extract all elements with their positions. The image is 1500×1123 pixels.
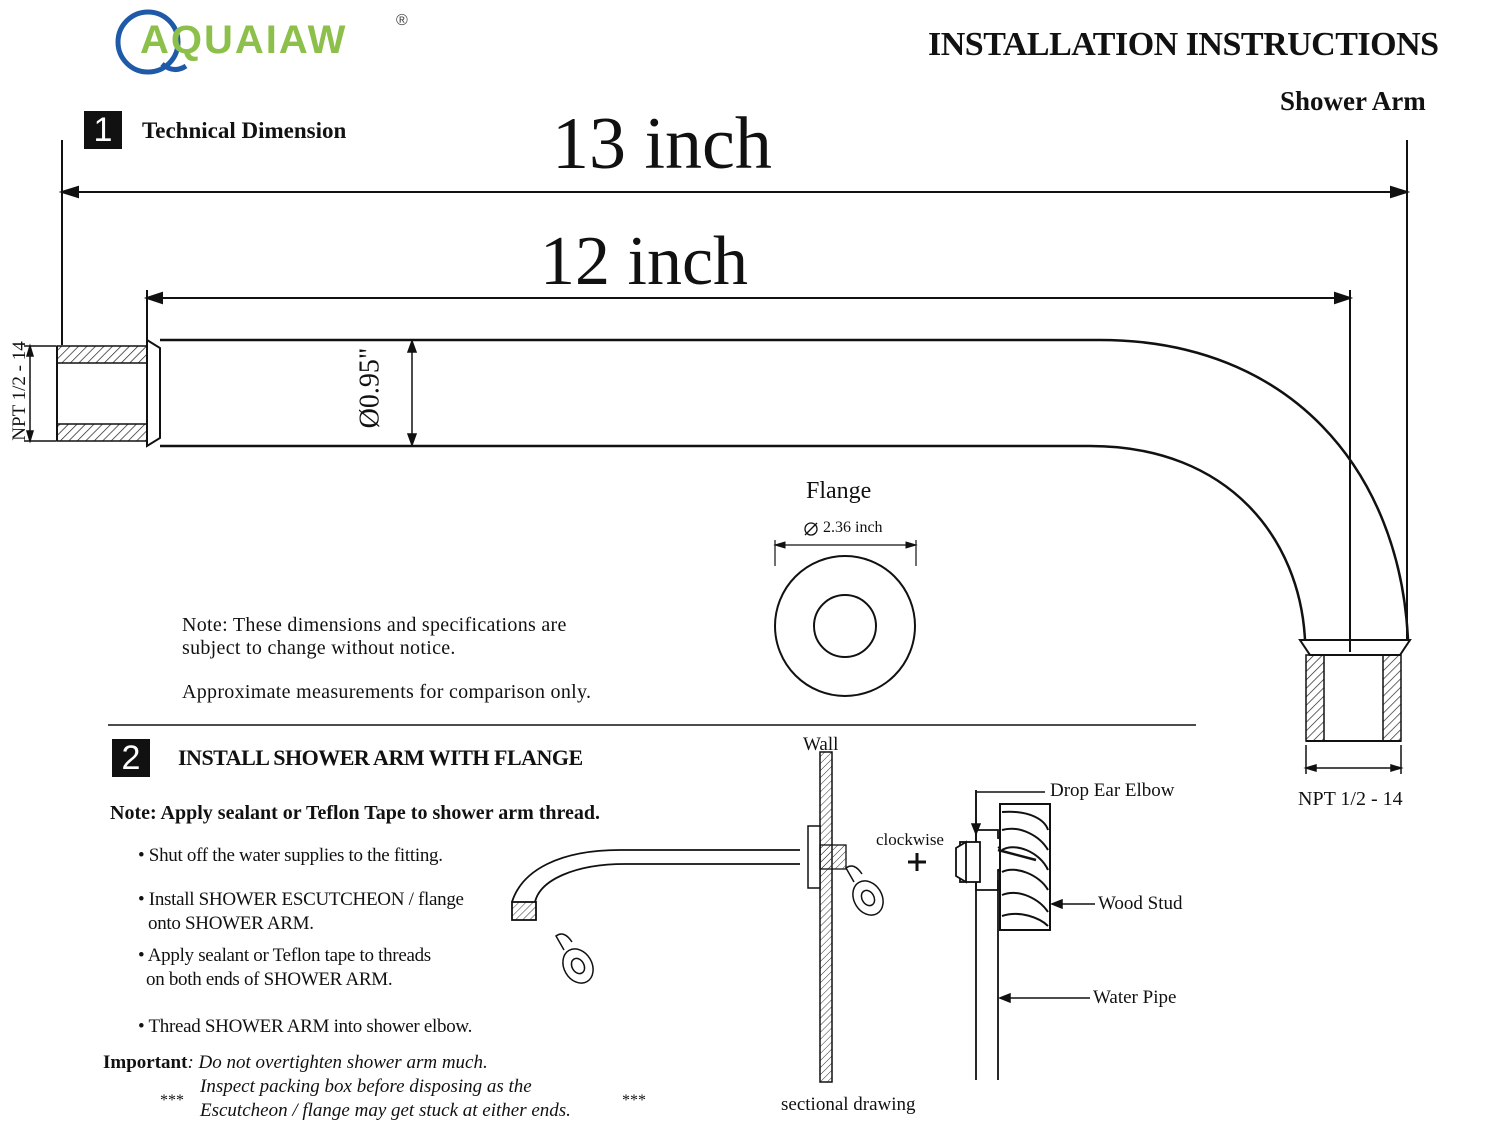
step-2-title: INSTALL SHOWER ARM WITH FLANGE (178, 745, 583, 770)
arm-body (160, 338, 1410, 641)
note-line-3: Approximate measurements for comparison … (182, 681, 592, 703)
important-text: : Do not overtighten shower arm much. (187, 1052, 488, 1073)
npt-left-dimension (24, 343, 56, 444)
brand-logo (115, 9, 188, 75)
diameter-dimension (406, 338, 418, 448)
bullet-2: • Install SHOWER ESCUTCHEON / flange (138, 889, 464, 910)
note-line-1: Note: These dimensions and specification… (182, 614, 567, 636)
brand-name: AQUAIAW (140, 18, 348, 62)
wood-stud-label: Wood Stud (1098, 893, 1183, 914)
step-1-number: 1 (84, 111, 122, 149)
flange-drawing (773, 522, 918, 697)
wood-stud (997, 803, 1051, 931)
wall-label: Wall (803, 734, 839, 755)
page-title: INSTALLATION INSTRUCTIONS (928, 26, 1439, 63)
bullet-3: • Apply sealant or Teflon tape to thread… (138, 945, 431, 966)
npt-right-dimension (1303, 745, 1404, 774)
bullet-4: • Thread SHOWER ARM into shower elbow. (138, 1016, 473, 1037)
diameter-symbol: Ø (354, 408, 386, 429)
dimension-13-inch (58, 140, 1411, 640)
diameter-value: Ø0.95" (354, 348, 386, 429)
step-1-title: Technical Dimension (142, 118, 347, 143)
page-subtitle: Shower Arm (1280, 86, 1426, 116)
inspect-line-2: Escutcheon / flange may get stuck at eit… (200, 1100, 571, 1121)
sectional-drawing-label: sectional drawing (781, 1094, 916, 1115)
shower-arm-illustration (511, 849, 800, 921)
callout-lines (970, 791, 1095, 1004)
clockwise-label: clockwise (876, 830, 944, 849)
important-note: Important: Do not overtighten shower arm… (103, 1052, 488, 1074)
bullet-3-cont: on both ends of SHOWER ARM. (146, 969, 393, 990)
important-label: Important (103, 1052, 188, 1073)
left-thread-section (56, 338, 161, 448)
diameter-label: Ø0.95" (354, 342, 420, 442)
brand-registered-mark: ® (396, 12, 408, 29)
note-line-2: subject to change without notice. (182, 637, 456, 659)
npt-left-label: NPT 1/2 - 14 (9, 341, 30, 441)
inspect-line-1: Inspect packing box before disposing as … (200, 1076, 532, 1097)
stars-left: *** (160, 1092, 184, 1109)
step-2-number: 2 (112, 739, 150, 777)
drop-ear-elbow-label: Drop Ear Elbow (1050, 780, 1175, 801)
installation-diagram (511, 751, 1095, 1083)
flange-token-left (555, 933, 594, 984)
right-thread-section (1298, 639, 1412, 742)
sealant-note: Note: Apply sealant or Teflon Tape to sh… (110, 802, 601, 824)
flange-diameter-label: 2.36 inch (823, 519, 883, 536)
shower-arm-technical-drawing (24, 140, 1412, 774)
npt-right-label: NPT 1/2 - 14 (1298, 788, 1403, 810)
dimension-12-inch (143, 290, 1354, 652)
flange-token-wall (845, 865, 884, 916)
wall-section (807, 751, 847, 1083)
water-pipe-label: Water Pipe (1093, 987, 1177, 1008)
flange-label: Flange (806, 478, 872, 504)
bullet-2-cont: onto SHOWER ARM. (148, 913, 314, 934)
arm-length-label: 12 inch (540, 223, 749, 300)
diameter-text: 0.95" (354, 347, 386, 409)
stars-right: *** (622, 1092, 646, 1109)
bullet-1: • Shut off the water supplies to the fit… (138, 845, 443, 866)
total-length-label: 13 inch (552, 103, 772, 185)
